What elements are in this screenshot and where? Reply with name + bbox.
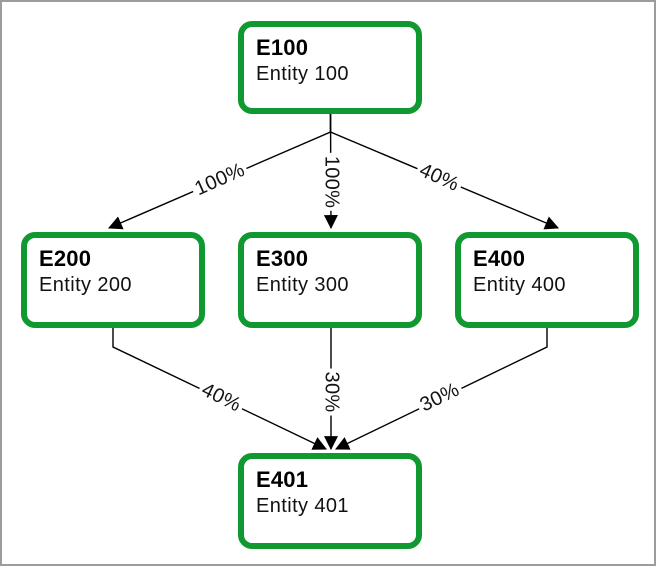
node-title: E100 [256, 35, 309, 60]
node-title: E200 [39, 246, 92, 271]
node-subtitle: Entity 400 [473, 274, 566, 297]
entity-node-e200[interactable]: E200 Entity 200 [21, 232, 205, 328]
edge-label-e300-e401[interactable]: 30% [319, 368, 343, 416]
edge-e100-e400[interactable] [329, 113, 559, 230]
node-title: E300 [256, 246, 309, 271]
node-subtitle: Entity 401 [256, 495, 349, 518]
node-subtitle: Entity 200 [39, 274, 132, 297]
node-subtitle: Entity 100 [256, 63, 349, 86]
entity-node-e300[interactable]: E300 Entity 300 [238, 232, 422, 328]
entity-node-e400[interactable]: E400 Entity 400 [455, 232, 639, 328]
node-title: E400 [473, 246, 526, 271]
node-subtitle: Entity 300 [256, 274, 349, 297]
entity-node-e401[interactable]: E401 Entity 401 [238, 453, 422, 549]
edge-label-e100-e300[interactable]: 100% [319, 152, 343, 212]
entity-node-e100[interactable]: E100 Entity 100 [238, 21, 422, 114]
edge-e200-e401[interactable] [112, 328, 327, 450]
node-title: E401 [256, 467, 309, 492]
edge-e400-e401[interactable] [335, 328, 548, 450]
